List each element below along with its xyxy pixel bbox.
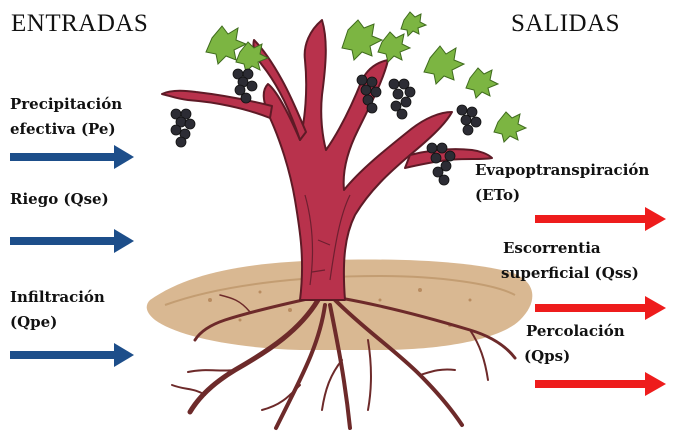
input-arrow-infiltration-icon [10,342,135,368]
input-arrow-precipitation-icon [10,144,135,170]
output-label-evapotranspiration: Evapoptranspiración (ETo) [475,158,649,208]
grape-cluster-5 [457,105,481,135]
grape-cluster-1 [171,109,195,147]
output-arrow-evapotranspiration-icon [535,206,667,232]
output-label-runoff: Escorrentia superficial (Qss) [503,236,639,286]
input-label-precipitation: Precipitación efectiva (Pe) [10,92,122,142]
input-arrow-irrigation-icon [10,228,135,254]
input-label-irrigation: Riego (Qse) [10,187,109,212]
grape-cluster-4 [389,79,415,119]
output-arrow-percolation-icon [535,371,667,397]
outputs-heading: SALIDAS [511,10,620,38]
output-arrow-runoff-icon [535,295,667,321]
output-label-percolation: Percolación (Qps) [526,319,625,369]
inputs-heading: ENTRADAS [11,10,148,38]
input-label-infiltration: Infiltración (Qpe) [10,285,105,335]
